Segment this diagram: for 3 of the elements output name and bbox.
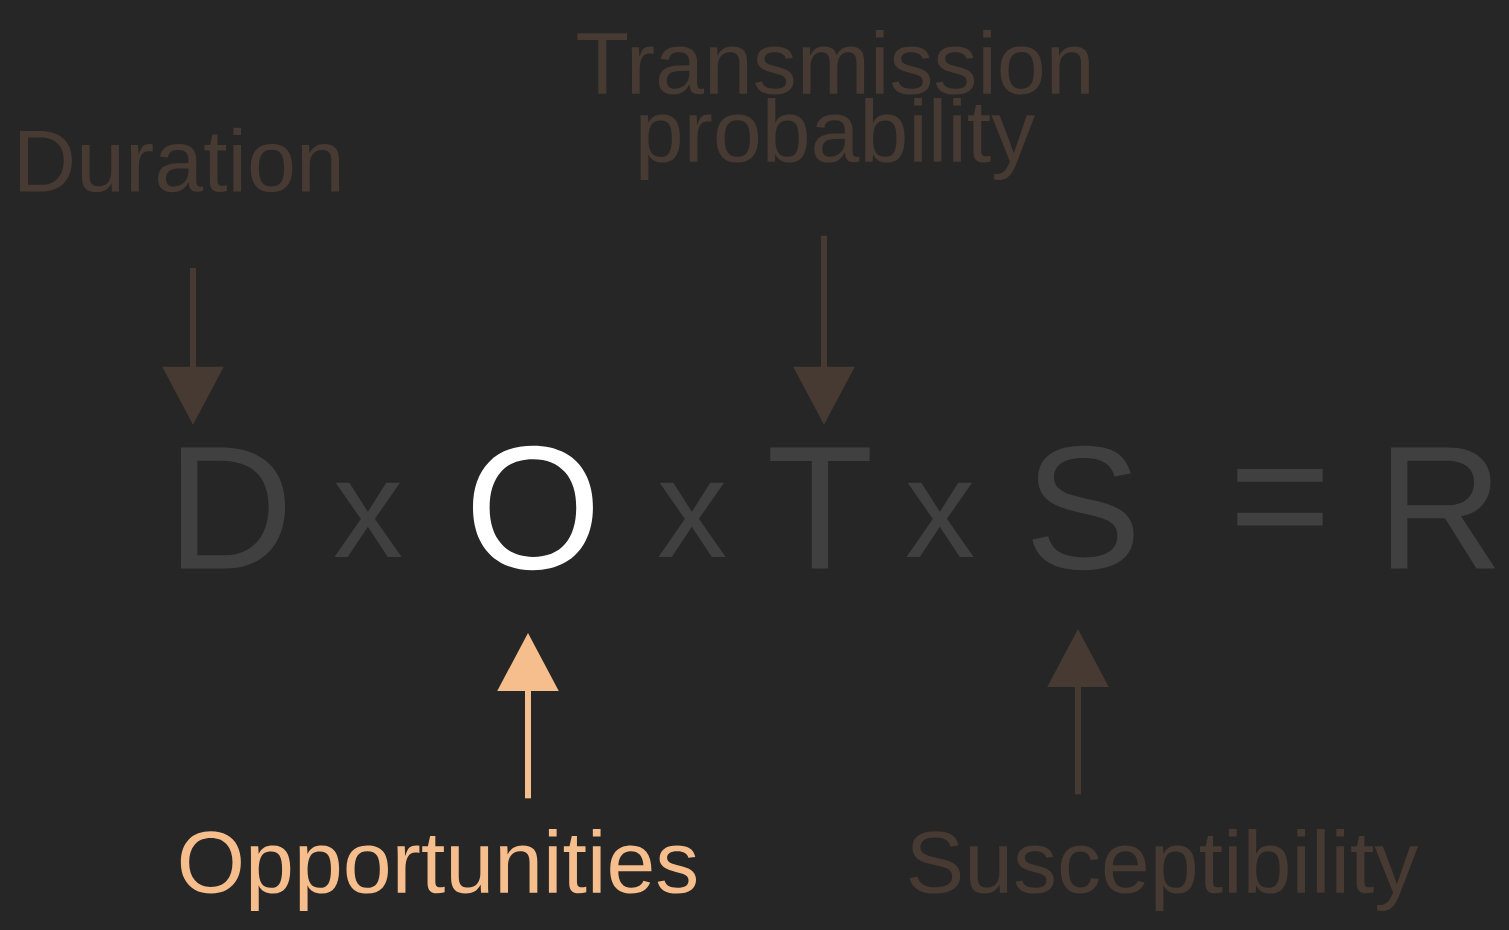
operator-symbol: = bbox=[1237, 468, 1323, 526]
formula-letter: O bbox=[473, 445, 593, 571]
caption-text: Opportunities bbox=[180, 829, 697, 911]
